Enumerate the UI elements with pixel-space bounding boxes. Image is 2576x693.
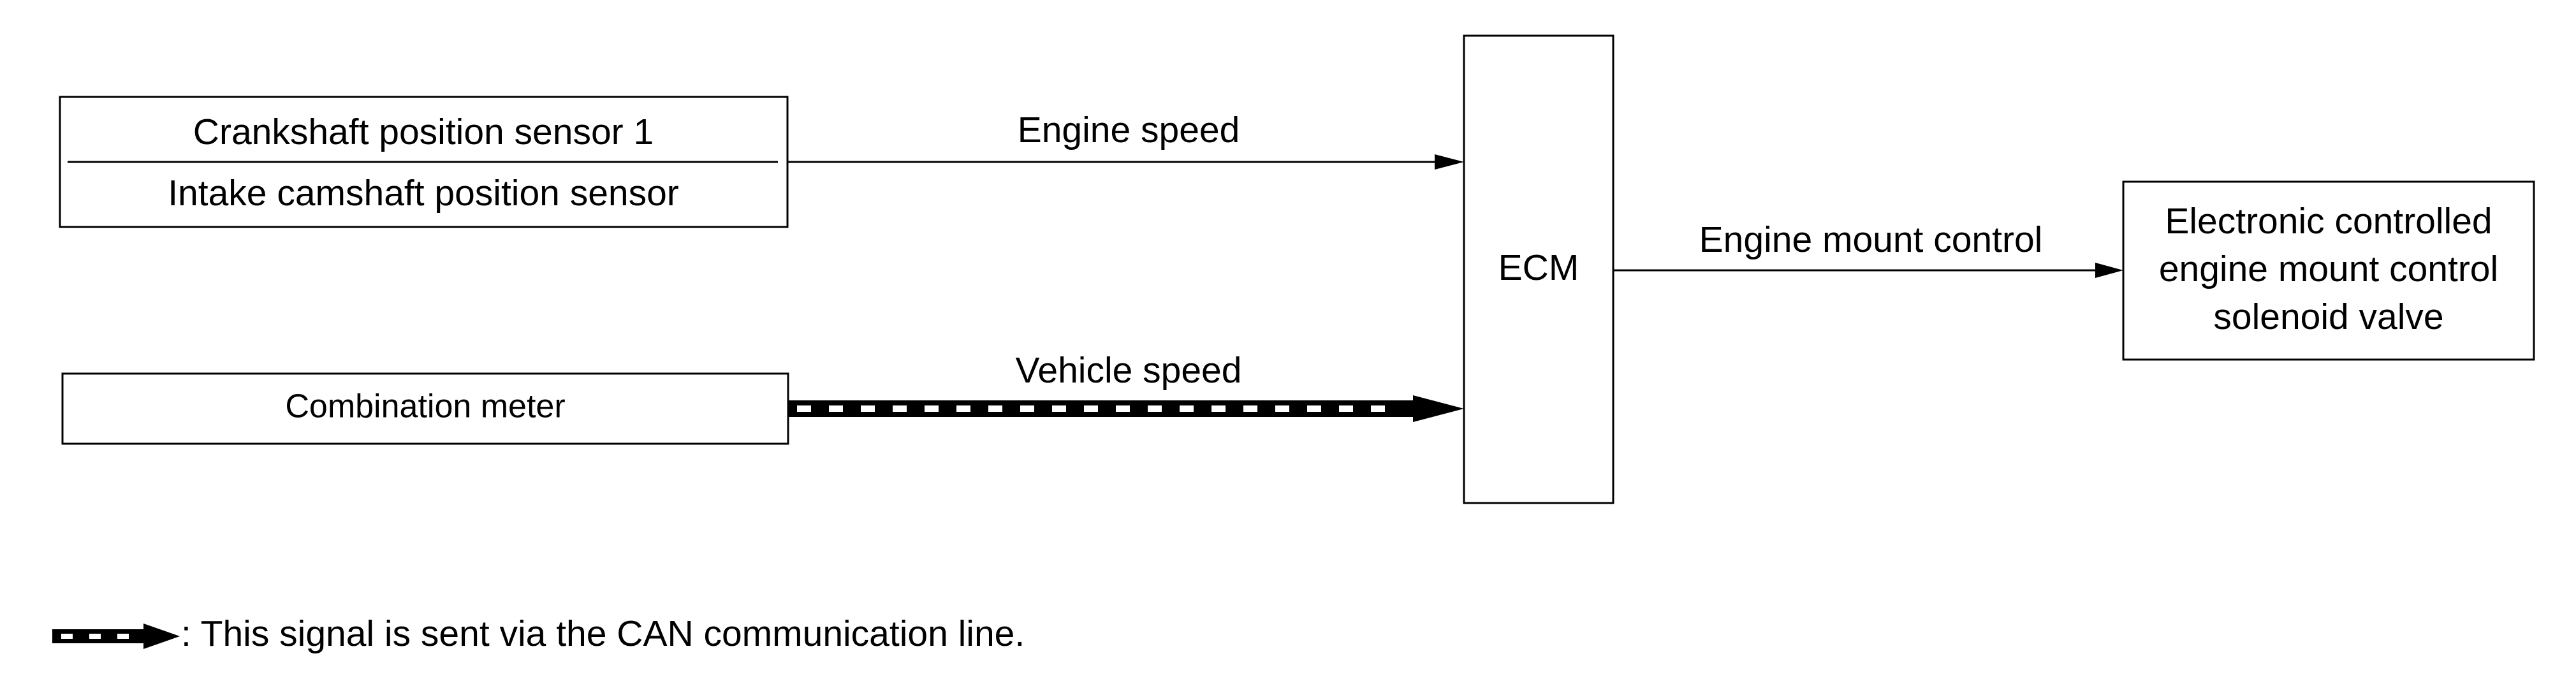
vehicle-speed-can-dashes (797, 405, 1385, 412)
meter-box-frame (61, 372, 789, 445)
can-line-dash (1084, 405, 1098, 412)
ecm-label: ECM (1498, 247, 1579, 288)
can-line-dash (1020, 405, 1034, 412)
engine-speed-signal: Engine speed (787, 110, 1464, 170)
can-line-dash (797, 405, 811, 412)
engine-mount-control-label: Engine mount control (1699, 219, 2043, 260)
crankshaft-sensor-label: Crankshaft position sensor 1 (193, 112, 654, 152)
engine-speed-label: Engine speed (1018, 110, 1240, 150)
can-line-dash (1148, 405, 1162, 412)
sensor-box: Crankshaft position sensor 1 Intake cams… (59, 96, 789, 228)
can-line-dash (1180, 405, 1194, 412)
can-line-dash (1307, 405, 1321, 412)
combination-meter-label: Combination meter (285, 388, 565, 425)
can-line-dash (1339, 405, 1353, 412)
engine-speed-arrow-head (1435, 154, 1464, 170)
ecm-box: ECM (1463, 34, 1614, 504)
can-line-dash (1116, 405, 1130, 412)
engine-mount-control-arrow-head (2095, 263, 2123, 278)
legend: : This signal is sent via the CAN commun… (52, 613, 1025, 654)
engine-mount-control-signal: Engine mount control (1613, 219, 2123, 278)
legend-text: : This signal is sent via the CAN commun… (181, 613, 1025, 654)
can-line-legend-icon (52, 624, 180, 649)
can-line-dash (861, 405, 875, 412)
solenoid-valve-line3: solenoid valve (2213, 296, 2443, 337)
can-line-dash (956, 405, 970, 412)
ecm-box-frame (1463, 34, 1614, 504)
camshaft-sensor-label: Intake camshaft position sensor (168, 173, 679, 214)
vehicle-speed-label: Vehicle speed (1016, 350, 1242, 391)
solenoid-valve-box: Electronic controlled engine mount contr… (2122, 180, 2535, 361)
meter-box: Combination meter (61, 372, 789, 445)
can-line-dash (1243, 405, 1257, 412)
vehicle-speed-arrow-head (1413, 395, 1464, 422)
can-line-dash (1371, 405, 1385, 412)
can-line-dash (1275, 405, 1289, 412)
solenoid-valve-line2: engine mount control (2159, 249, 2498, 289)
can-line-dash (893, 405, 907, 412)
can-line-dash (925, 405, 939, 412)
can-line-dash (1211, 405, 1226, 412)
can-line-dash (1052, 405, 1066, 412)
solenoid-valve-line1: Electronic controlled (2165, 201, 2492, 242)
vehicle-speed-signal: Vehicle speed (788, 350, 1464, 422)
solenoid-valve-box-frame (2122, 180, 2535, 361)
can-line-dash (988, 405, 1002, 412)
can-line-dash (829, 405, 843, 412)
